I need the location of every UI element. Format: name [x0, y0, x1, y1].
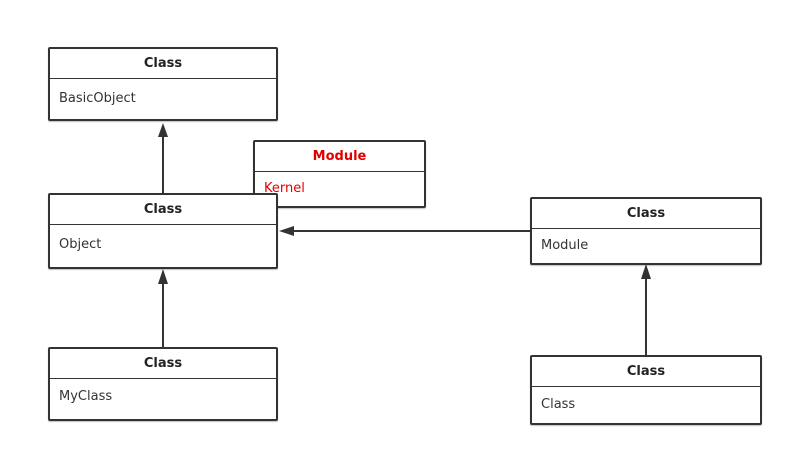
- arrowhead-object-from-myclass: [158, 269, 168, 284]
- class-node-object[interactable]: Class Object: [48, 193, 278, 269]
- class-node-myclass[interactable]: Class MyClass: [48, 347, 278, 421]
- class-node-header: Class: [50, 49, 276, 79]
- arrowhead-module-from-class: [641, 264, 651, 279]
- module-node-name: Kernel: [264, 181, 305, 196]
- class-node-name: MyClass: [59, 389, 113, 404]
- class-node-header: Class: [532, 357, 760, 387]
- arrowhead-object-from-module: [279, 226, 294, 236]
- class-node-header: Class: [50, 349, 276, 379]
- module-node-header: Module: [255, 142, 424, 172]
- module-node-kernel[interactable]: Module Kernel: [253, 140, 426, 208]
- class-node-name: Object: [59, 237, 102, 252]
- class-node-header: Class: [50, 195, 276, 225]
- class-node-name: Module: [541, 238, 589, 253]
- class-node-class[interactable]: Class Class: [530, 355, 762, 425]
- arrowhead-basicobject: [158, 123, 168, 137]
- class-node-basicobject[interactable]: Class BasicObject: [48, 47, 278, 121]
- class-node-header: Class: [532, 199, 760, 229]
- class-node-name: BasicObject: [59, 91, 136, 106]
- class-node-name: Class: [541, 397, 576, 412]
- class-node-module[interactable]: Class Module: [530, 197, 762, 265]
